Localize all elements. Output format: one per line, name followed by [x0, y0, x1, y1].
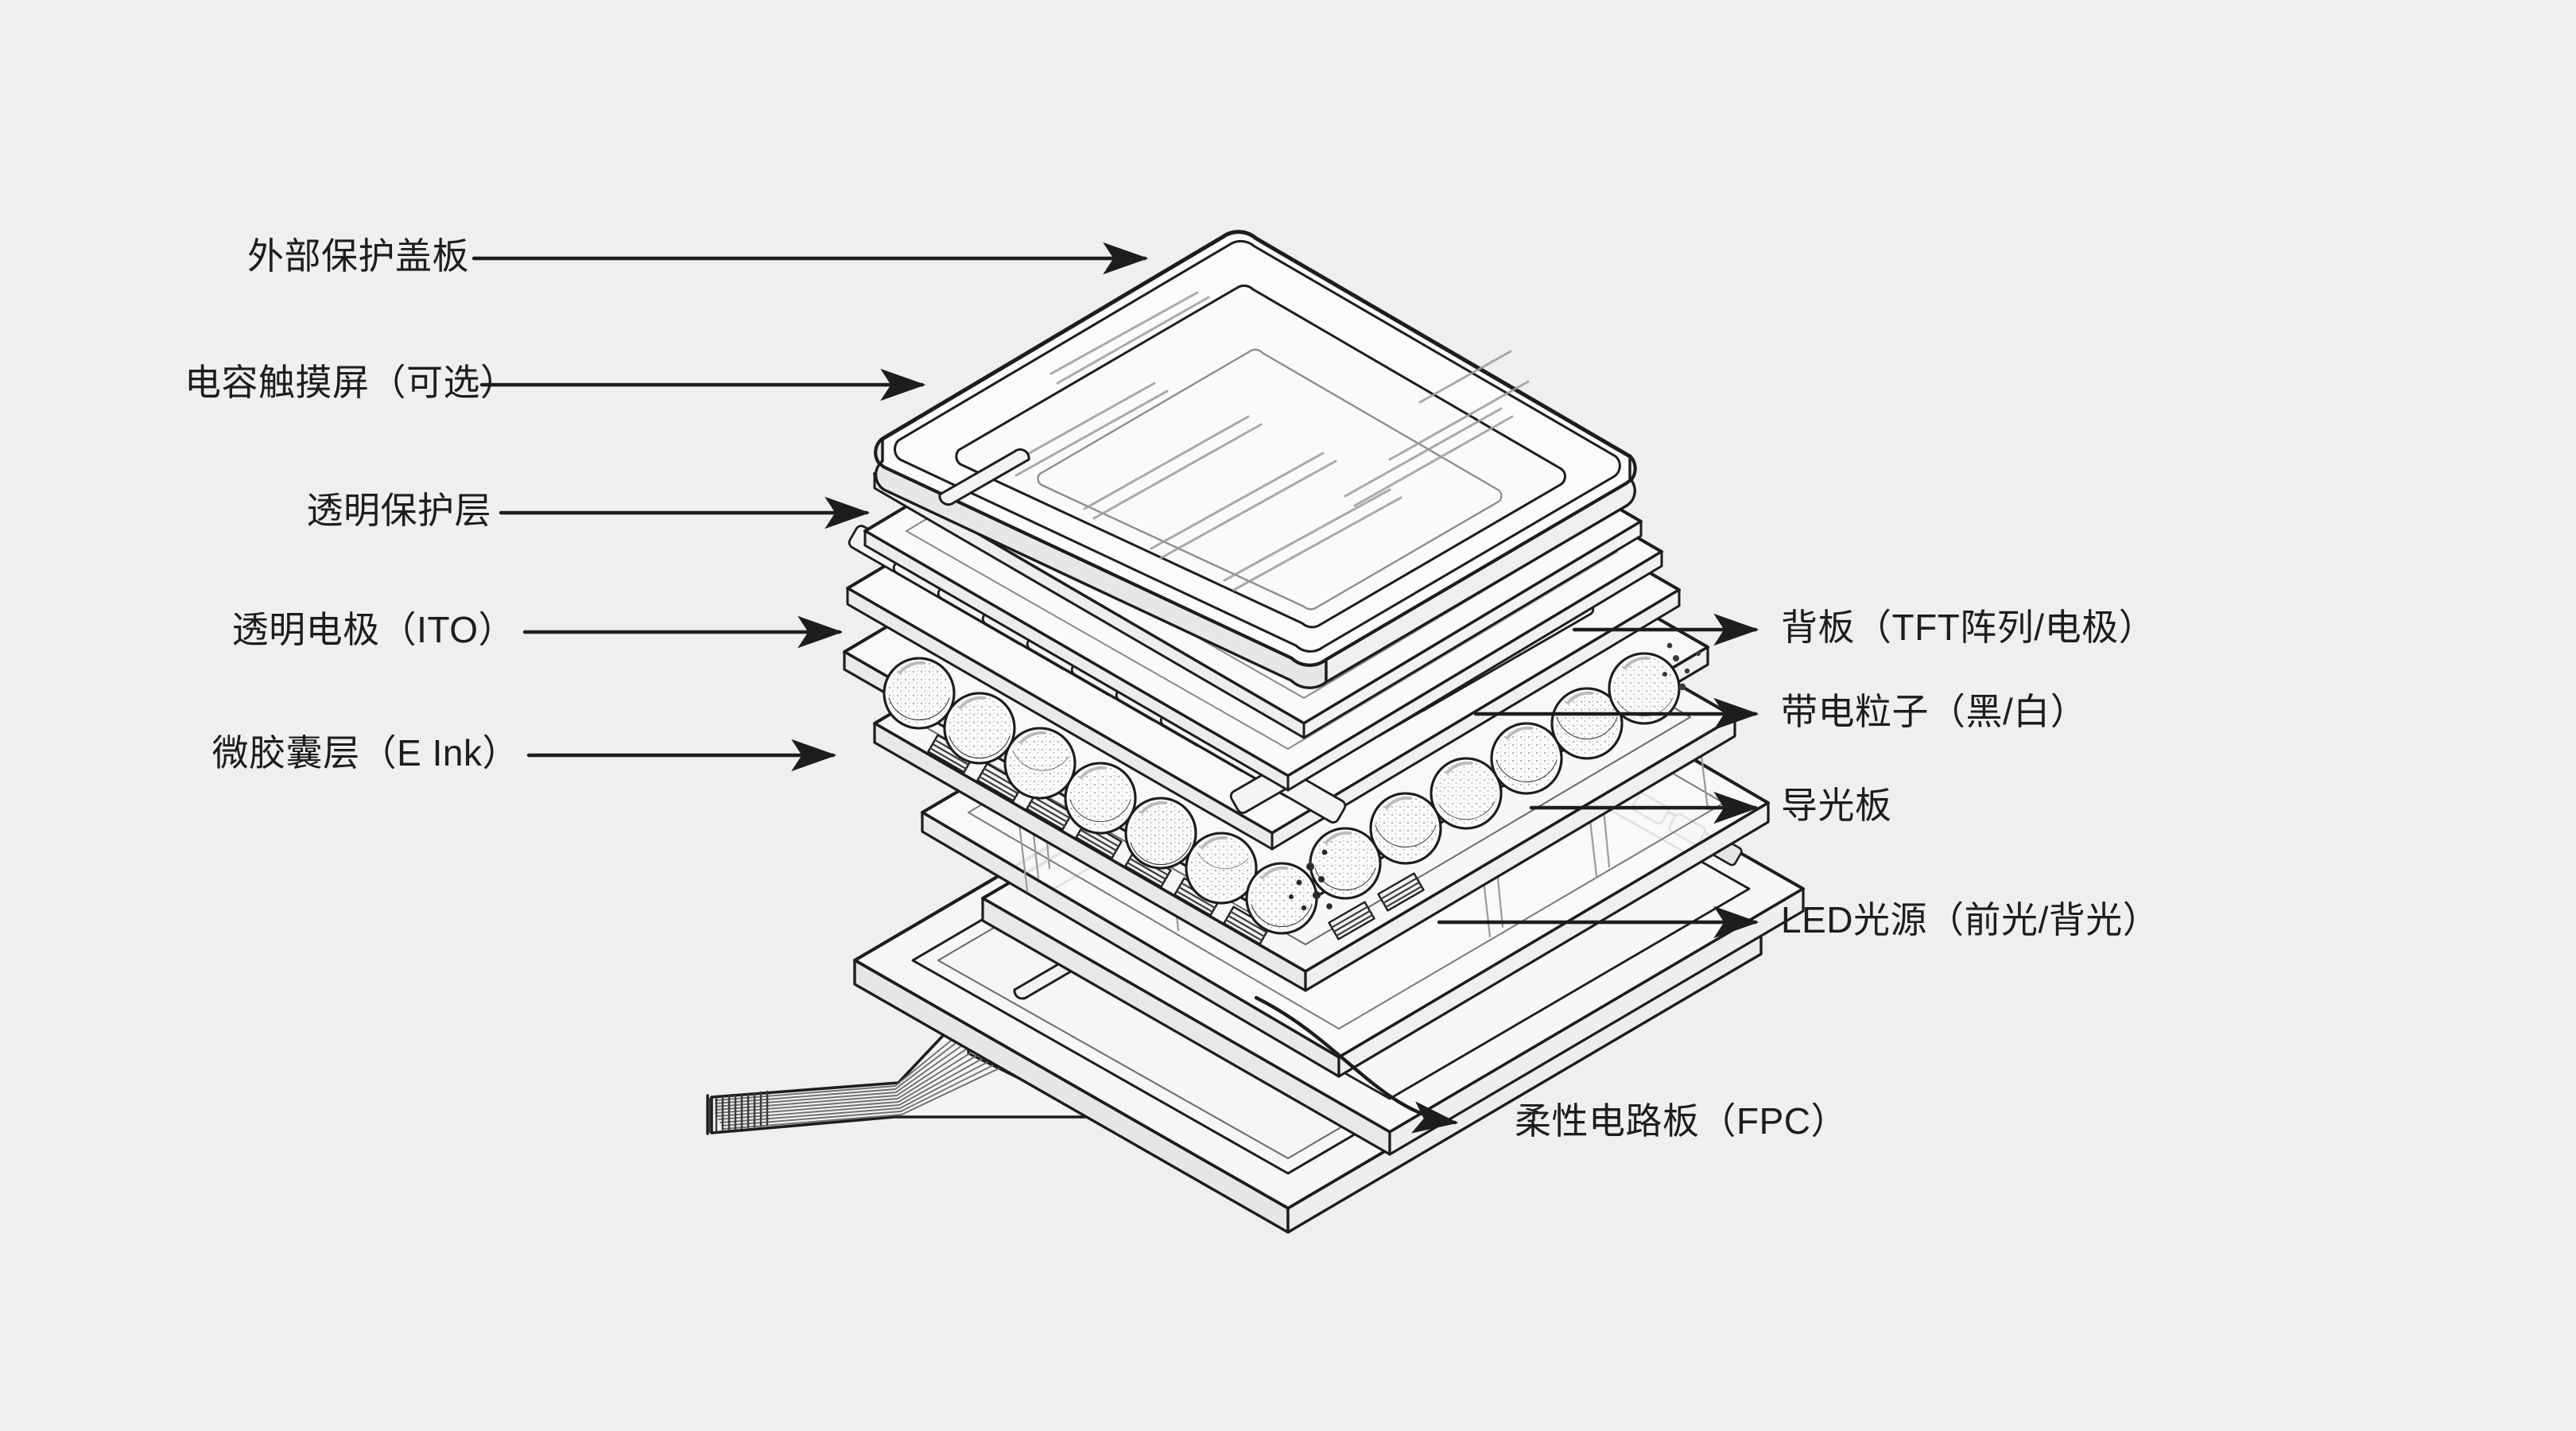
speaker-slot: [938, 448, 1030, 506]
free-particles: [1289, 849, 1333, 911]
label-outer-cover: 外部保护盖板: [247, 235, 469, 277]
layer-outer-cover: [874, 230, 1637, 689]
leader-arrows: [471, 242, 1759, 1134]
label-microcapsule-layer: 微胶囊层（E Ink）: [211, 732, 519, 774]
label-charged-particles: 带电粒子（黑/白）: [1781, 691, 2088, 732]
arrow-fpc: [1254, 995, 1459, 1134]
label-fpc: 柔性电路板（FPC）: [1515, 1100, 1848, 1142]
label-led-source: LED光源（前光/背光）: [1781, 899, 2160, 940]
tft-pad-row: [927, 734, 1425, 945]
microcapsule-row-left: [883, 657, 1318, 935]
label-protective-layer: 透明保护层: [306, 490, 491, 531]
label-light-guide-plate: 导光板: [1781, 785, 1892, 826]
label-backplane: 背板（TFT阵列/电极）: [1781, 607, 2156, 648]
free-particles-right: [1662, 642, 1701, 691]
label-ito-electrode: 透明电极（ITO）: [231, 609, 515, 650]
microcapsule-row-right: [1309, 652, 1681, 900]
label-touch-panel: 电容触摸屏（可选）: [184, 362, 518, 403]
